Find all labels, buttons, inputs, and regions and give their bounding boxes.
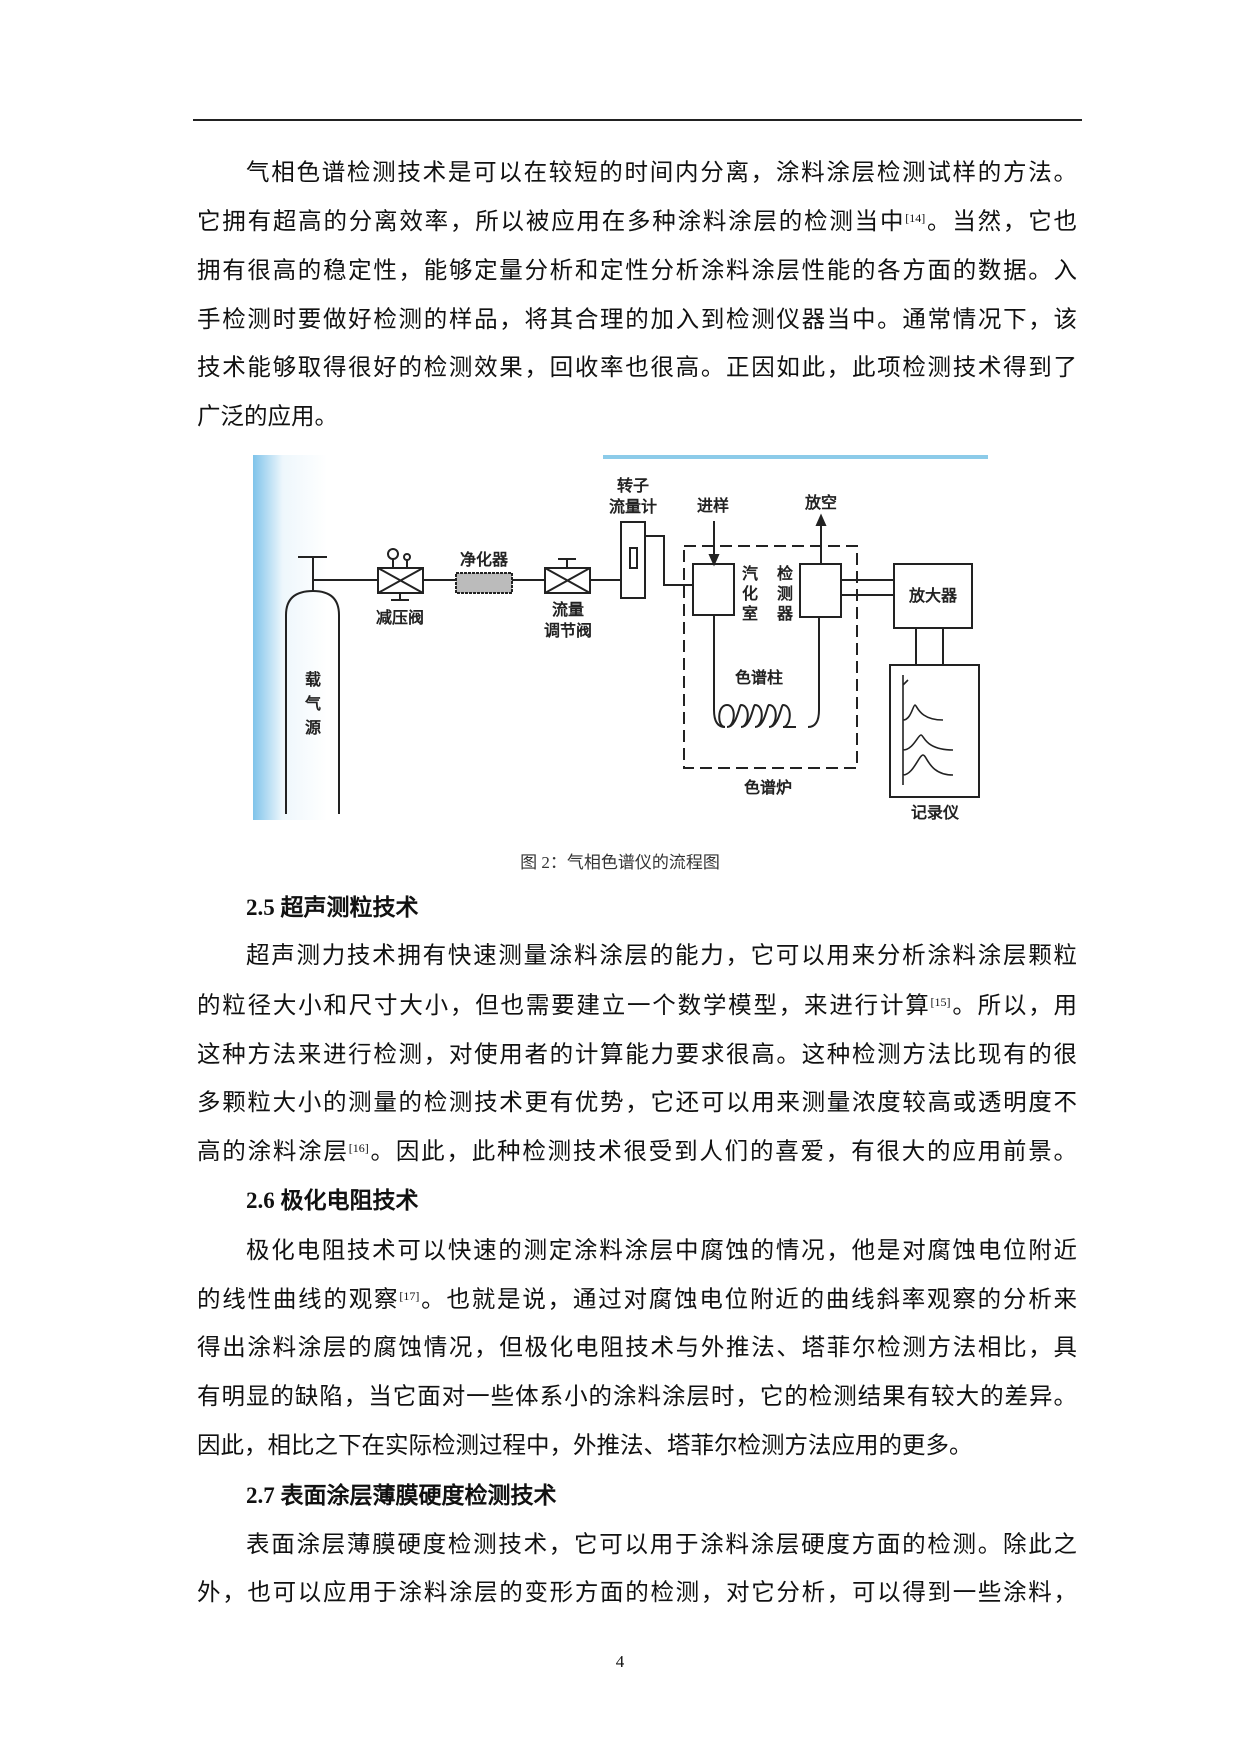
header-rule (193, 119, 1082, 121)
paragraph-line: 超声测力技术拥有快速测量涂料涂层的能力，它可以用来分析涂料涂层颗粒 (246, 943, 1077, 969)
svg-text:净化器: 净化器 (460, 550, 509, 569)
paragraph-line: 这种方法来进行检测，对使用者的计算能力要求很高。这种检测方法比现有的很 (197, 1042, 1077, 1068)
svg-text:流量计: 流量计 (609, 497, 657, 516)
paragraph-line: 技术能够取得很好的检测效果，回收率也很高。正因如此，此项检测技术得到了 (197, 355, 1077, 381)
svg-text:调节阀: 调节阀 (544, 621, 592, 640)
svg-text:记录仪: 记录仪 (911, 803, 960, 820)
paragraph-line: 有明显的缺陷，当它面对一些体系小的涂料涂层时，它的检测结果有较大的差异。 (197, 1384, 1077, 1410)
svg-text:载: 载 (305, 670, 321, 689)
paragraph-line: 极化电阻技术可以快速的测定涂料涂层中腐蚀的情况，他是对腐蚀电位附近 (246, 1238, 1077, 1264)
svg-text:气: 气 (304, 694, 321, 713)
svg-text:汽: 汽 (742, 564, 758, 583)
citation: [15] (930, 995, 951, 1009)
svg-text:化: 化 (742, 584, 758, 603)
paragraph-line: 广泛的应用。 (197, 404, 338, 430)
detector: 检 测 器 (776, 563, 842, 623)
section-heading-2-6: 2.6 极化电阻技术 (246, 1188, 419, 1213)
section-heading-2-5: 2.5 超声测粒技术 (246, 895, 419, 920)
svg-text:检: 检 (777, 564, 793, 583)
chromatography-column: 色谱柱 (713, 615, 820, 728)
recorder: 记录仪 (889, 664, 980, 822)
citation: [17] (399, 1289, 420, 1303)
svg-text:器: 器 (776, 604, 794, 623)
paragraph-line: 得出涂料涂层的腐蚀情况，但极化电阻技术与外推法、塔菲尔检测方法相比，具 (197, 1335, 1077, 1361)
citation: [14] (905, 211, 926, 225)
oven-label: 色谱炉 (744, 778, 792, 797)
paragraph-line: 因此，相比之下在实际检测过程中，外推法、塔菲尔检测方法应用的更多。 (197, 1433, 973, 1459)
paragraph-line: 高的涂料涂层[16]。因此，此种检测技术很受到人们的喜爱，有很大的应用前景。 (197, 1139, 1078, 1165)
svg-text:源: 源 (305, 718, 321, 737)
figure-caption: 图 2：气相色谱仪的流程图 (520, 853, 720, 872)
paragraph-line: 它拥有超高的分离效率，所以被应用在多种涂料涂层的检测当中[14]。当然，它也 (197, 209, 1077, 235)
paragraph-line: 拥有很高的稳定性，能够定量分析和定性分析涂料涂层性能的各方面的数据。入 (197, 258, 1077, 284)
paragraph-line: 的线性曲线的观察[17]。也就是说，通过对腐蚀电位附近的曲线斜率观察的分析来 (197, 1287, 1078, 1313)
svg-text:转子: 转子 (617, 476, 649, 495)
section-heading-2-7: 2.7 表面涂层薄膜硬度检测技术 (246, 1483, 557, 1508)
paragraph-line: 多颗粒大小的测量的检测技术更有优势，它还可以用来测量浓度较高或透明度不 (197, 1090, 1077, 1116)
page-number: 4 (615, 1652, 625, 1671)
gas-chromatograph-flow-diagram: 载 气 源 减压阀 净化器 流量 调节阀 转子 流量计 色谱炉 汽 化 室 进样 (253, 455, 997, 822)
citation: [16] (348, 1141, 369, 1155)
amplifier: 放大器 (893, 563, 973, 629)
svg-text:流量: 流量 (552, 600, 584, 619)
svg-text:放大器: 放大器 (908, 586, 958, 605)
vent-label: 放空 (804, 493, 837, 512)
injection-label: 进样 (697, 496, 729, 515)
svg-text:色谱柱: 色谱柱 (735, 668, 783, 687)
paragraph-line: 手检测时要做好检测的样品，将其合理的加入到检测仪器当中。通常情况下，该 (197, 307, 1077, 333)
paragraph-line: 气相色谱检测技术是可以在较短的时间内分离，涂料涂层检测试样的方法。 (246, 160, 1077, 186)
paragraph-line: 外，也可以应用于涂料涂层的变形方面的检测，对它分析，可以得到一些涂料， (197, 1580, 1077, 1606)
svg-text:室: 室 (742, 604, 758, 623)
purifier: 净化器 (455, 550, 513, 594)
carrier-gas-cylinder: 载 气 源 (285, 556, 340, 814)
svg-text:减压阀: 减压阀 (376, 608, 424, 627)
paragraph-line: 的粒径大小和尺寸大小，但也需要建立一个数学模型，来进行计算[15]。所以，用 (197, 993, 1078, 1019)
flow-regulating-valve: 流量 调节阀 (544, 558, 592, 640)
rotameter: 转子 流量计 (609, 476, 657, 599)
svg-text:测: 测 (777, 584, 793, 603)
paragraph-line: 表面涂层薄膜硬度检测技术，它可以用于涂料涂层硬度方面的检测。除此之 (246, 1532, 1077, 1558)
